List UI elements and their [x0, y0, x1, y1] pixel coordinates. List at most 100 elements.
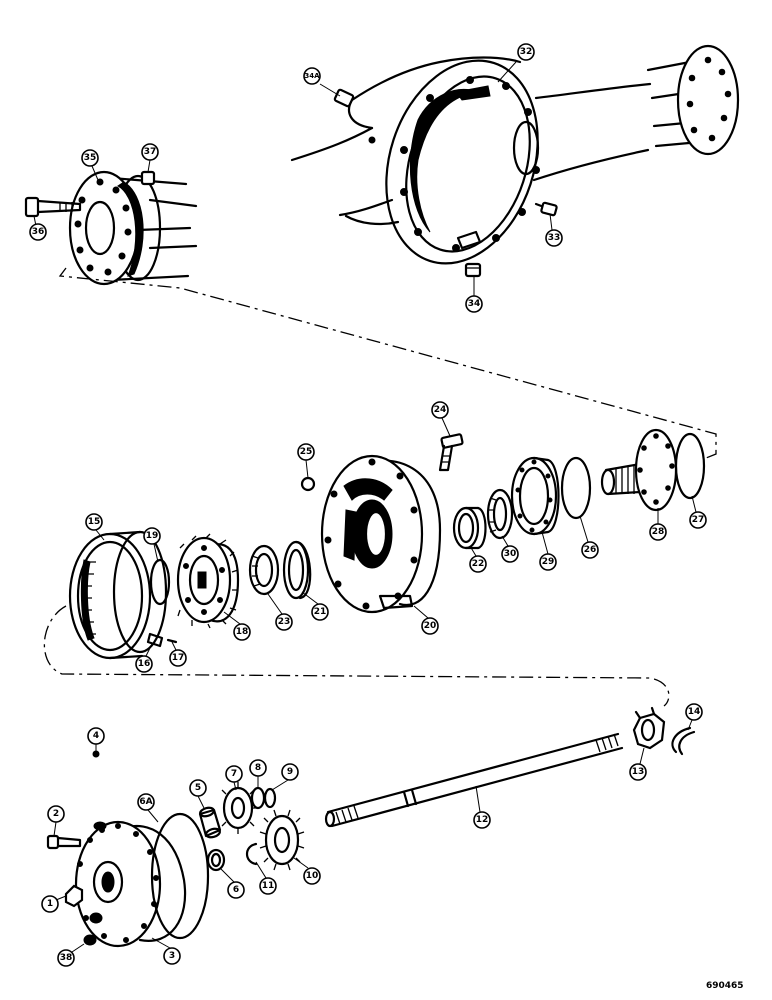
- gear-10: [259, 809, 305, 871]
- callout-34a: 34A: [303, 67, 321, 85]
- svg-text:33: 33: [548, 233, 561, 243]
- svg-text:13: 13: [632, 767, 645, 777]
- bearing-cup-22: [452, 506, 487, 550]
- pinion-7: [221, 782, 258, 834]
- planetary-housing-20: [320, 454, 442, 614]
- svg-text:21: 21: [314, 607, 327, 617]
- bushing-6: [206, 848, 226, 872]
- nut-37: [140, 170, 156, 186]
- callout-10: 10: [303, 867, 321, 885]
- svg-text:14: 14: [688, 707, 701, 717]
- callout-14: 14: [685, 703, 703, 721]
- svg-text:1: 1: [47, 899, 53, 909]
- svg-text:9: 9: [287, 767, 293, 777]
- svg-text:29: 29: [542, 557, 555, 567]
- callout-3: 3: [163, 947, 181, 965]
- spacer-ring-8: [250, 786, 266, 810]
- callout-29: 29: [539, 553, 557, 571]
- nut-25: [300, 476, 316, 492]
- svg-text:3: 3: [169, 951, 175, 961]
- svg-text:6: 6: [233, 885, 239, 895]
- svg-text:36: 36: [32, 227, 45, 237]
- callout-28: 28: [649, 523, 667, 541]
- ring-gear-15: [68, 530, 168, 660]
- callout-32: 32: [517, 43, 535, 61]
- svg-text:27: 27: [692, 515, 705, 525]
- assembly-center-lines: [43, 267, 717, 707]
- svg-text:34: 34: [468, 299, 481, 309]
- callout-4: 4: [87, 727, 105, 745]
- planet-pin-5: [198, 806, 222, 839]
- callout-7: 7: [225, 765, 243, 783]
- svg-text:22: 22: [472, 559, 485, 569]
- callout-11: 11: [259, 877, 277, 895]
- pin-17: [166, 638, 178, 644]
- svg-text:11: 11: [262, 881, 275, 891]
- callout-13: 13: [629, 763, 647, 781]
- svg-text:4: 4: [93, 731, 99, 741]
- svg-text:32: 32: [520, 47, 533, 57]
- callout-leaders: [33, 61, 697, 953]
- callout-1: 1: [41, 895, 59, 913]
- callout-19: 19: [143, 527, 161, 545]
- castle-nut-13: [632, 706, 666, 750]
- svg-text:20: 20: [424, 621, 437, 631]
- callout-17: 17: [169, 649, 187, 667]
- o-ring-27: [674, 432, 706, 500]
- svg-text:19: 19: [146, 531, 159, 541]
- seal-housing-29: [510, 456, 560, 536]
- bearing-cup-21: [282, 540, 312, 600]
- planetary-flange-35: [68, 170, 198, 286]
- bolt-24: [438, 433, 464, 472]
- callout-16: 16: [135, 655, 153, 673]
- hub-3: [74, 820, 187, 948]
- washer-9: [263, 787, 277, 809]
- nut-1: [64, 884, 84, 908]
- axle-housing: [290, 56, 652, 265]
- svg-text:17: 17: [172, 653, 185, 663]
- lock-clip-16: [146, 632, 164, 648]
- svg-text:12: 12: [476, 815, 489, 825]
- svg-text:8: 8: [255, 763, 261, 773]
- callout-2: 2: [47, 805, 65, 823]
- callout-30: 30: [501, 545, 519, 563]
- callout-5: 5: [189, 779, 207, 797]
- callout-23: 23: [275, 613, 293, 631]
- retaining-ring-19: [149, 558, 171, 606]
- o-ring-26: [560, 456, 592, 520]
- callout-38: 38: [57, 949, 75, 967]
- callout-35: 35: [81, 149, 99, 167]
- callout-33: 33: [545, 229, 563, 247]
- callout-6a: 6A: [137, 793, 155, 811]
- svg-text:24: 24: [434, 405, 447, 415]
- svg-text:26: 26: [584, 545, 597, 555]
- callout-8: 8: [249, 759, 267, 777]
- callout-9: 9: [281, 763, 299, 781]
- callout-34: 34: [465, 295, 483, 313]
- plug-38: [83, 934, 97, 946]
- svg-text:16: 16: [138, 659, 151, 669]
- callout-26: 26: [581, 541, 599, 559]
- svg-text:6A: 6A: [139, 797, 152, 807]
- plug-34: [464, 262, 482, 278]
- planet-carrier-gear-18: [176, 533, 240, 629]
- axle-end-flange: [646, 44, 740, 156]
- svg-text:18: 18: [236, 627, 249, 637]
- callout-21: 21: [311, 603, 329, 621]
- bolt-2: [46, 834, 82, 850]
- o-ring-6a: [150, 812, 210, 940]
- cotter-pin-14: [671, 726, 696, 756]
- svg-text:5: 5: [195, 783, 201, 793]
- svg-text:28: 28: [652, 527, 665, 537]
- stud-34a: [333, 88, 355, 108]
- callout-25: 25: [297, 443, 315, 461]
- stud-33: [534, 201, 558, 217]
- bearing-cone-23: [248, 544, 280, 596]
- bearing-cone-30: [486, 488, 514, 540]
- svg-text:10: 10: [306, 871, 319, 881]
- callout-20: 20: [421, 617, 439, 635]
- callout-22: 22: [469, 555, 487, 573]
- axle-shaft-12: [324, 732, 624, 828]
